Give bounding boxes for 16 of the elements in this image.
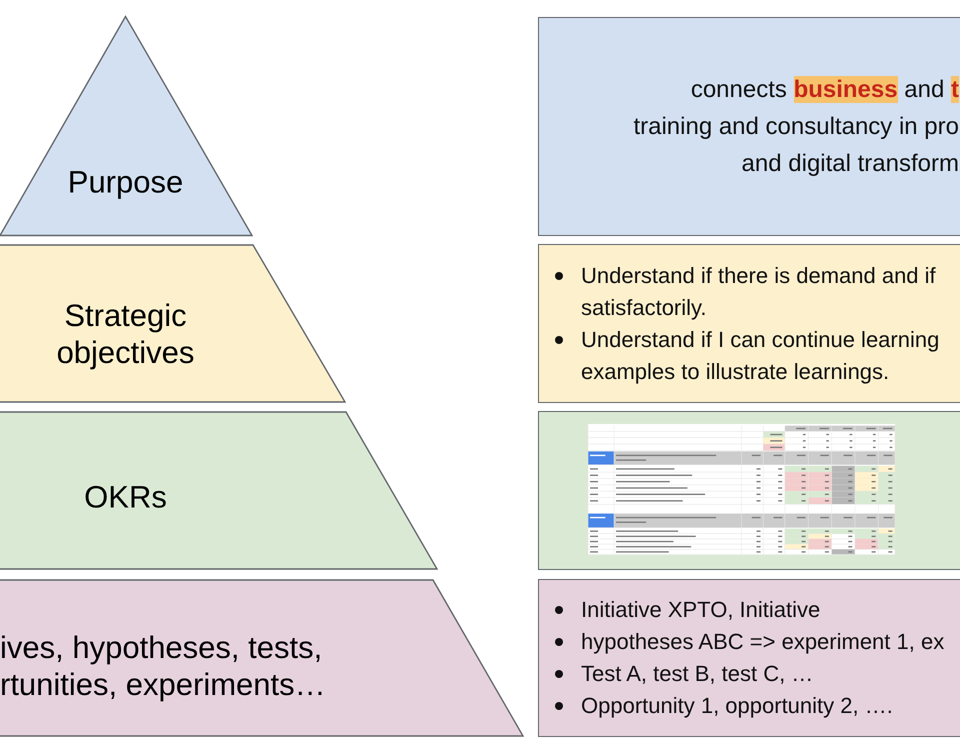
tier-label: ives, hypotheses, tests, rtunities, experiments…: [0, 629, 327, 703]
tier-label: Strategic objectives: [56, 297, 196, 371]
description-box: [538, 244, 960, 403]
tier-label: OKRs: [84, 478, 167, 516]
description-box: [538, 411, 960, 570]
bullet-point: Test A, test B, test C, …: [551, 658, 814, 690]
bullet-point: Understand if I can continue learning examples to illustrate learnings.: [551, 324, 951, 388]
bullet-point: hypotheses ABC => experiment 1, ex: [551, 626, 944, 658]
description-text: connects business and t training and consultancy in pro and digital transform: [632, 75, 959, 179]
description-box: [538, 17, 960, 236]
bullet-point: Opportunity 1, opportunity 2, ….: [551, 690, 893, 722]
description-box: [538, 579, 960, 737]
tier-label: Purpose: [68, 164, 184, 200]
bullet-point: Understand if there is demand and if satisfactorily.: [551, 260, 951, 324]
spreadsheet-drawing: [588, 424, 895, 555]
bullet-point: Initiative XPTO, Initiative: [551, 594, 820, 626]
